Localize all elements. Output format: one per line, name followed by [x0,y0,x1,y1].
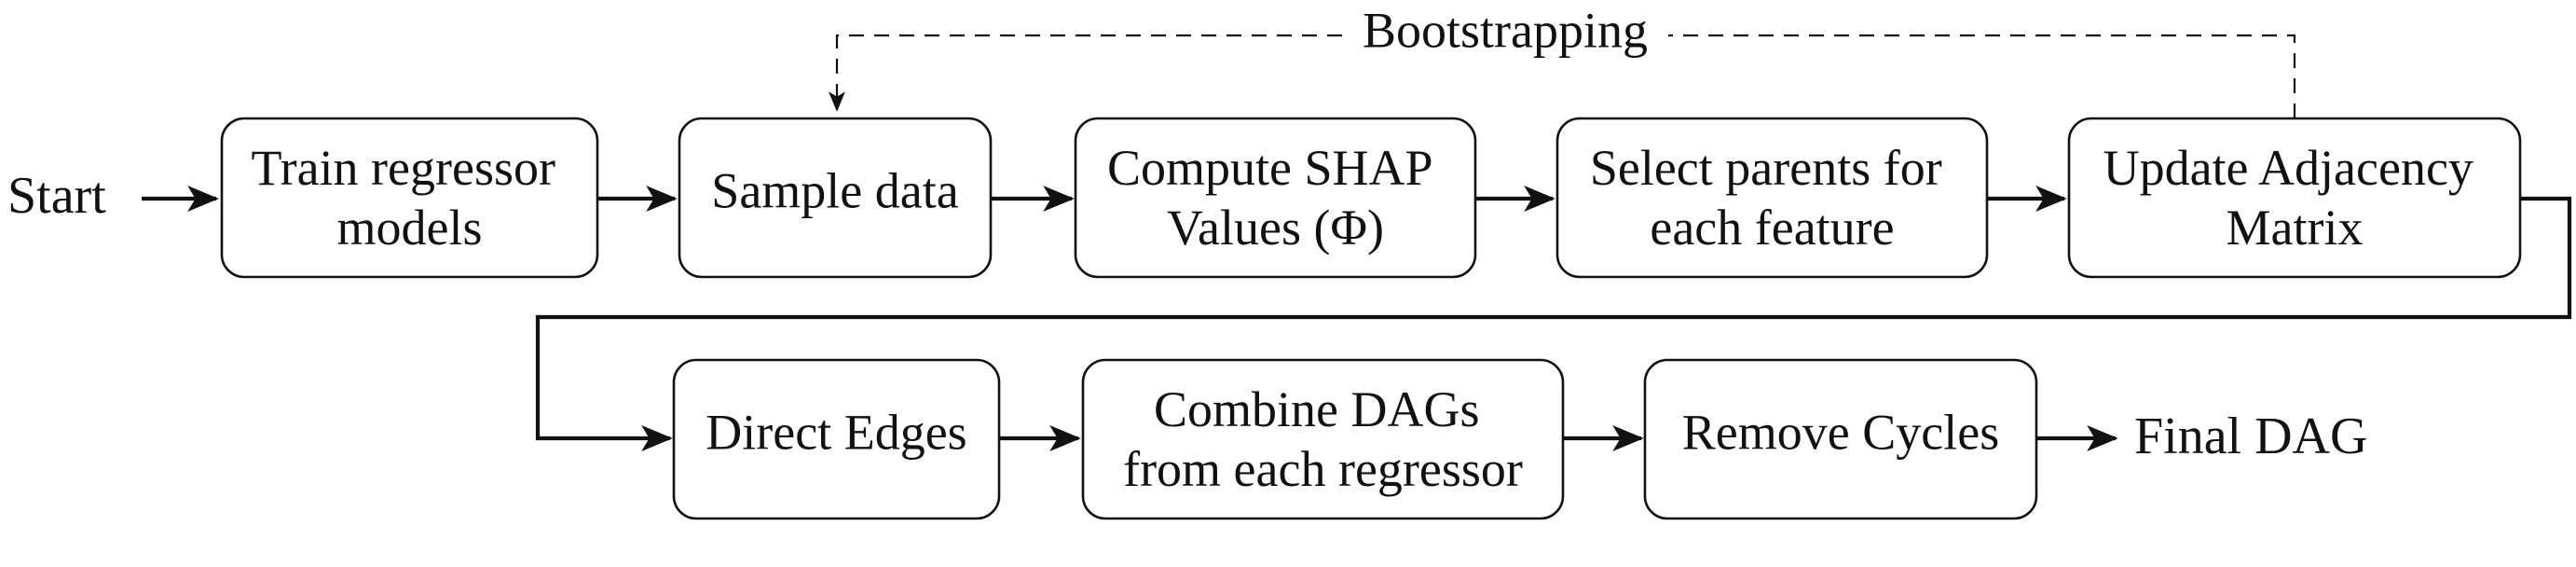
svg-text:Train regressor models: Train regressor models [252,140,569,256]
step-label-line: Select parents for [1590,140,1942,196]
step-label-line: Matrix [2227,200,2364,256]
step-label-line: Direct Edges [706,404,966,460]
step-update-adjacency-matrix: Update Adjacency Matrix [2067,117,2522,279]
bootstrapping-label: Bootstrapping [1363,2,1648,58]
step-label-line: Train regressor [252,140,555,196]
step-label-line: Remove Cycles [1682,404,1999,460]
step-label-line: Sample data [711,162,958,218]
step-label-line: Combine DAGs [1154,381,1480,437]
step-label-line: Update Adjacency [2103,140,2473,196]
step-label-line: each feature [1650,200,1894,256]
svg-text:Combine DAGs from each r: Combine DAGs from each regressor [1123,381,1523,497]
svg-text:Compute SHAP Values (Φ): Compute SHAP Values (Φ) [1107,140,1444,256]
svg-text:Update Adjacency Matrix: Update Adjacency Matrix [2103,140,2487,256]
step-direct-edges: Direct Edges [672,358,1001,520]
step-label-line: Values (Φ) [1167,200,1384,256]
final-dag-label: Final DAG [2134,408,2367,465]
step-combine-dags: Combine DAGs from each regressor [1081,358,1565,520]
start-label: Start [7,167,106,225]
step-label-line: Compute SHAP [1107,140,1432,196]
bootstrapping-loop-line-left [829,34,1342,112]
bootstrapping-loop-line-right [1668,34,2296,118]
step-label-line: models [337,200,483,256]
step-compute-shap-values: Compute SHAP Values (Φ) [1074,117,1477,279]
step-remove-cycles: Remove Cycles [1643,358,2038,520]
step-label-line: from each regressor [1123,441,1523,497]
arrow-adjacency-to-direct [535,196,2572,451]
step-select-parents: Select parents for each feature [1555,117,1989,279]
step-sample-data: Sample data [678,117,993,279]
step-train-regressor-models: Train regressor models [220,117,599,279]
svg-text:Select parents for each: Select parents for each feature [1590,140,1954,256]
